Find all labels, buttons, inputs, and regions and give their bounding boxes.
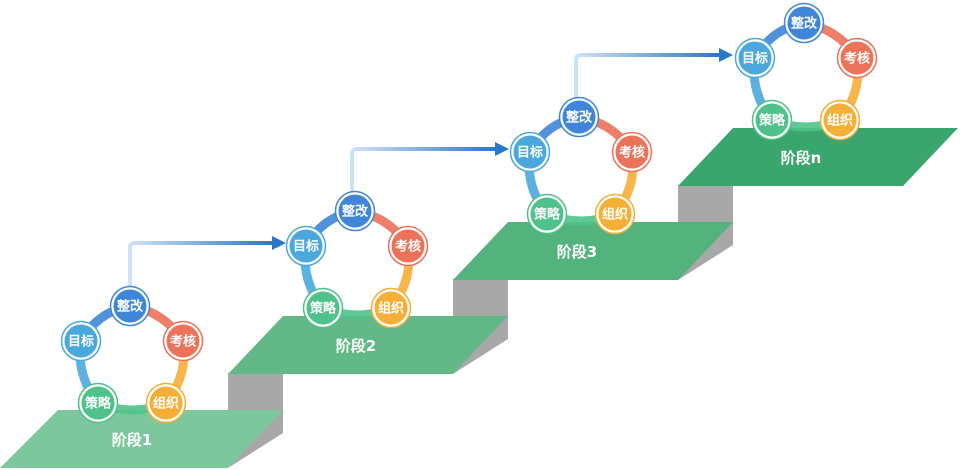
node-label-target: 目标 bbox=[517, 145, 543, 161]
node-organize: 组织 bbox=[594, 193, 636, 235]
node-fill bbox=[755, 103, 789, 137]
node-label-reform: 整改 bbox=[116, 299, 144, 315]
node-organize: 组织 bbox=[819, 99, 861, 141]
node-assess: 考核 bbox=[387, 225, 429, 267]
stage-arrow-1 bbox=[128, 236, 286, 290]
node-fill bbox=[840, 41, 874, 75]
node-label-strategy: 策略 bbox=[759, 113, 786, 129]
node-label-strategy: 策略 bbox=[310, 301, 337, 317]
node-label-reform: 整改 bbox=[341, 204, 369, 220]
node-assess: 考核 bbox=[162, 320, 204, 362]
node-target: 目标 bbox=[285, 225, 327, 267]
node-fill bbox=[738, 41, 772, 75]
node-label-assess: 考核 bbox=[170, 334, 196, 350]
node-fill bbox=[306, 291, 340, 325]
node-assess: 考核 bbox=[611, 131, 653, 173]
node-fill bbox=[166, 324, 200, 358]
node-fill bbox=[530, 197, 564, 231]
stage-label-1: 阶段1 bbox=[112, 431, 152, 449]
node-label-reform: 整改 bbox=[790, 16, 818, 32]
stage-label-2: 阶段2 bbox=[336, 337, 376, 355]
node-fill bbox=[81, 386, 115, 420]
node-target: 目标 bbox=[509, 131, 551, 173]
node-reform: 整改 bbox=[109, 285, 151, 327]
node-organize: 组织 bbox=[145, 382, 187, 424]
node-fill bbox=[615, 135, 649, 169]
node-reform: 整改 bbox=[334, 190, 376, 232]
node-fill bbox=[823, 103, 857, 137]
platform-2 bbox=[228, 316, 508, 374]
node-organize: 组织 bbox=[370, 287, 412, 329]
node-fill bbox=[149, 386, 183, 420]
node-strategy: 策略 bbox=[302, 287, 344, 329]
node-label-target: 目标 bbox=[293, 239, 319, 255]
stage-arrow-2 bbox=[350, 142, 509, 196]
stage-arrow-3 bbox=[574, 48, 733, 102]
node-strategy: 策略 bbox=[751, 99, 793, 141]
node-label-target: 目标 bbox=[68, 334, 94, 350]
node-fill bbox=[598, 197, 632, 231]
node-strategy: 策略 bbox=[77, 382, 119, 424]
platform-n bbox=[678, 128, 958, 186]
node-label-organize: 组织 bbox=[153, 396, 179, 412]
node-label-organize: 组织 bbox=[602, 207, 628, 223]
node-fill bbox=[64, 324, 98, 358]
stage-label-n: 阶段n bbox=[781, 149, 822, 167]
node-target: 目标 bbox=[60, 320, 102, 362]
node-label-organize: 组织 bbox=[378, 301, 404, 317]
node-fill bbox=[787, 6, 821, 40]
node-label-organize: 组织 bbox=[827, 113, 853, 129]
node-assess: 考核 bbox=[836, 37, 878, 79]
node-label-target: 目标 bbox=[742, 51, 768, 67]
node-reform: 整改 bbox=[558, 96, 600, 138]
node-label-assess: 考核 bbox=[619, 145, 645, 161]
node-reform: 整改 bbox=[783, 2, 825, 44]
node-fill bbox=[513, 135, 547, 169]
node-target: 目标 bbox=[734, 37, 776, 79]
node-strategy: 策略 bbox=[526, 193, 568, 235]
platform-3 bbox=[453, 222, 733, 280]
node-fill bbox=[391, 229, 425, 263]
node-label-reform: 整改 bbox=[565, 110, 593, 126]
node-label-strategy: 策略 bbox=[534, 207, 561, 223]
node-fill bbox=[338, 194, 372, 228]
platform-1 bbox=[0, 410, 283, 468]
node-label-strategy: 策略 bbox=[85, 396, 112, 412]
node-fill bbox=[374, 291, 408, 325]
stage-label-3: 阶段3 bbox=[557, 243, 597, 261]
node-fill bbox=[113, 289, 147, 323]
node-fill bbox=[289, 229, 323, 263]
node-fill bbox=[562, 100, 596, 134]
node-label-assess: 考核 bbox=[395, 239, 421, 255]
node-label-assess: 考核 bbox=[844, 51, 870, 67]
